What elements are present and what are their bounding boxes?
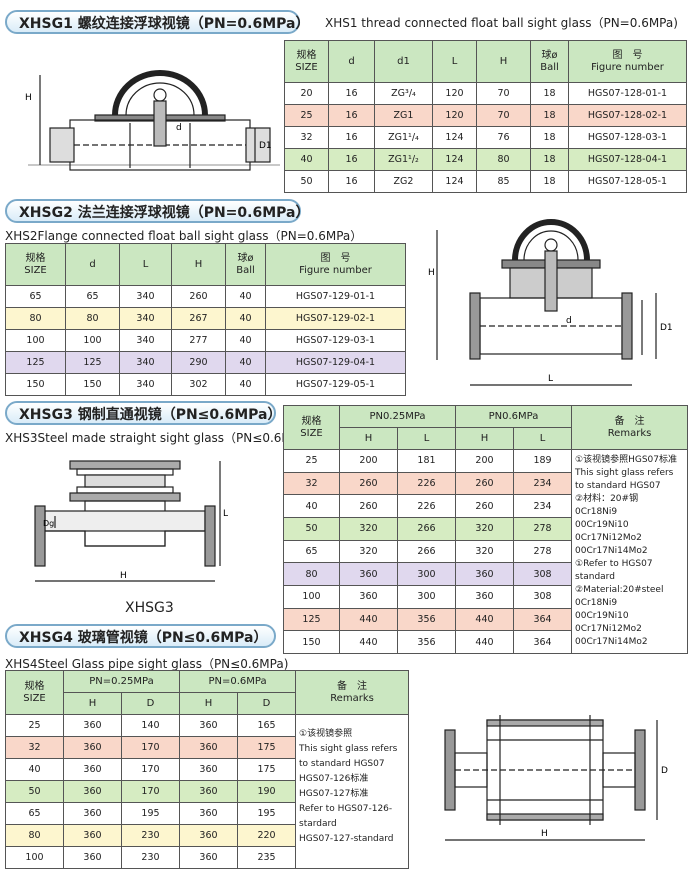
xhsg4-drawing: D H xyxy=(425,705,695,855)
xhsg4-header-pn2: PN=0.6MPa xyxy=(178,670,297,693)
xhsg1-header-l: L xyxy=(432,40,477,83)
xhsg3-subtitle: XHS3Steel made straight sight glass（PN≤0… xyxy=(5,431,311,445)
xhsg3-header-pn1: PN0.25MPa xyxy=(339,405,456,428)
xhsg4-header-h1: H xyxy=(63,692,122,715)
xhsg3-header-l1: L xyxy=(397,427,456,450)
xhsg1-header-d1: d1 xyxy=(374,40,433,83)
xhsg3-dim-h: H xyxy=(120,571,127,581)
xhsg3-header-l2: L xyxy=(512,427,573,450)
xhsg3-title: XHSG3 钢制直通视镜（PN≤0.6MPa） xyxy=(5,401,281,425)
xhsg1-dim-d1: D1 xyxy=(259,141,272,151)
xhsg3-dim-l: L xyxy=(223,509,228,519)
xhsg4-header-d1: D xyxy=(121,692,180,715)
xhsg3-drawing: L H Dg xyxy=(15,446,265,601)
xhsg1-header-d: d xyxy=(328,40,375,83)
xhsg3-dim-dg: Dg xyxy=(43,519,54,528)
xhsg3-header-pn2: PN0.6MPa xyxy=(454,405,573,428)
xhsg4-dim-d: D xyxy=(661,766,668,776)
xhsg1-title: XHSG1 螺纹连接浮球视镜（PN=0.6MPa） xyxy=(5,10,309,34)
xhsg2-header-l: L xyxy=(119,243,172,286)
xhsg2-dim-d: d xyxy=(566,316,572,326)
xhsg2-header-h: H xyxy=(171,243,226,286)
xhsg1-dim-d: d xyxy=(176,123,182,133)
xhsg1-header-h: H xyxy=(476,40,531,83)
xhsg4-header-h2: H xyxy=(179,692,238,715)
xhsg2-title: XHSG2 法兰连接浮球视镜（PN=0.6MPa） xyxy=(5,199,309,223)
xhsg4-header-d2: D xyxy=(236,692,297,715)
xhsg2-header-d: d xyxy=(65,243,120,286)
xhsg3-header-h1: H xyxy=(339,427,398,450)
xhsg4-subtitle: XHS4Steel Glass pipe sight glass（PN≤0.6M… xyxy=(5,657,289,671)
xhsg3-caption: XHSG3 xyxy=(125,600,174,616)
xhsg1-drawing: H d D1 xyxy=(10,40,280,190)
xhsg1-dim-h: H xyxy=(25,93,32,103)
xhsg2-dim-h: H xyxy=(428,268,435,278)
xhsg2-dim-l: L xyxy=(548,374,553,384)
xhsg2-drawing: H L d D1 xyxy=(420,205,690,400)
xhsg3-header-h2: H xyxy=(455,427,514,450)
xhsg4-dim-h: H xyxy=(541,829,548,839)
xhsg2-subtitle: XHS2Flange connected float ball sight gl… xyxy=(5,229,363,243)
xhsg1-subtitle: XHS1 thread connected float ball sight g… xyxy=(325,16,678,30)
xhsg4-header-pn1: PN=0.25MPa xyxy=(63,670,180,693)
xhsg2-dim-d1: D1 xyxy=(660,323,673,333)
xhsg4-title: XHSG4 玻璃管视镜（PN≤0.6MPa） xyxy=(5,624,276,648)
